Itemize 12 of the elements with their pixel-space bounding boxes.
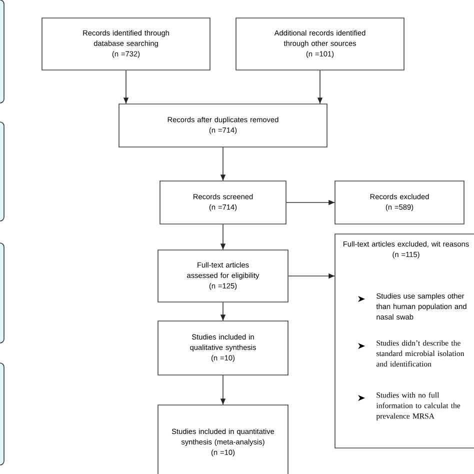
arrow	[286, 200, 335, 206]
stage-band	[0, 242, 4, 344]
arrow	[123, 70, 129, 104]
stage-band	[0, 122, 4, 222]
arrow	[288, 273, 335, 279]
arrow	[317, 70, 323, 104]
arrow	[220, 375, 226, 405]
stage-band	[0, 0, 4, 104]
arrow	[220, 224, 226, 250]
arrow	[220, 147, 226, 181]
stage-band	[0, 362, 4, 466]
arrow	[220, 302, 226, 321]
